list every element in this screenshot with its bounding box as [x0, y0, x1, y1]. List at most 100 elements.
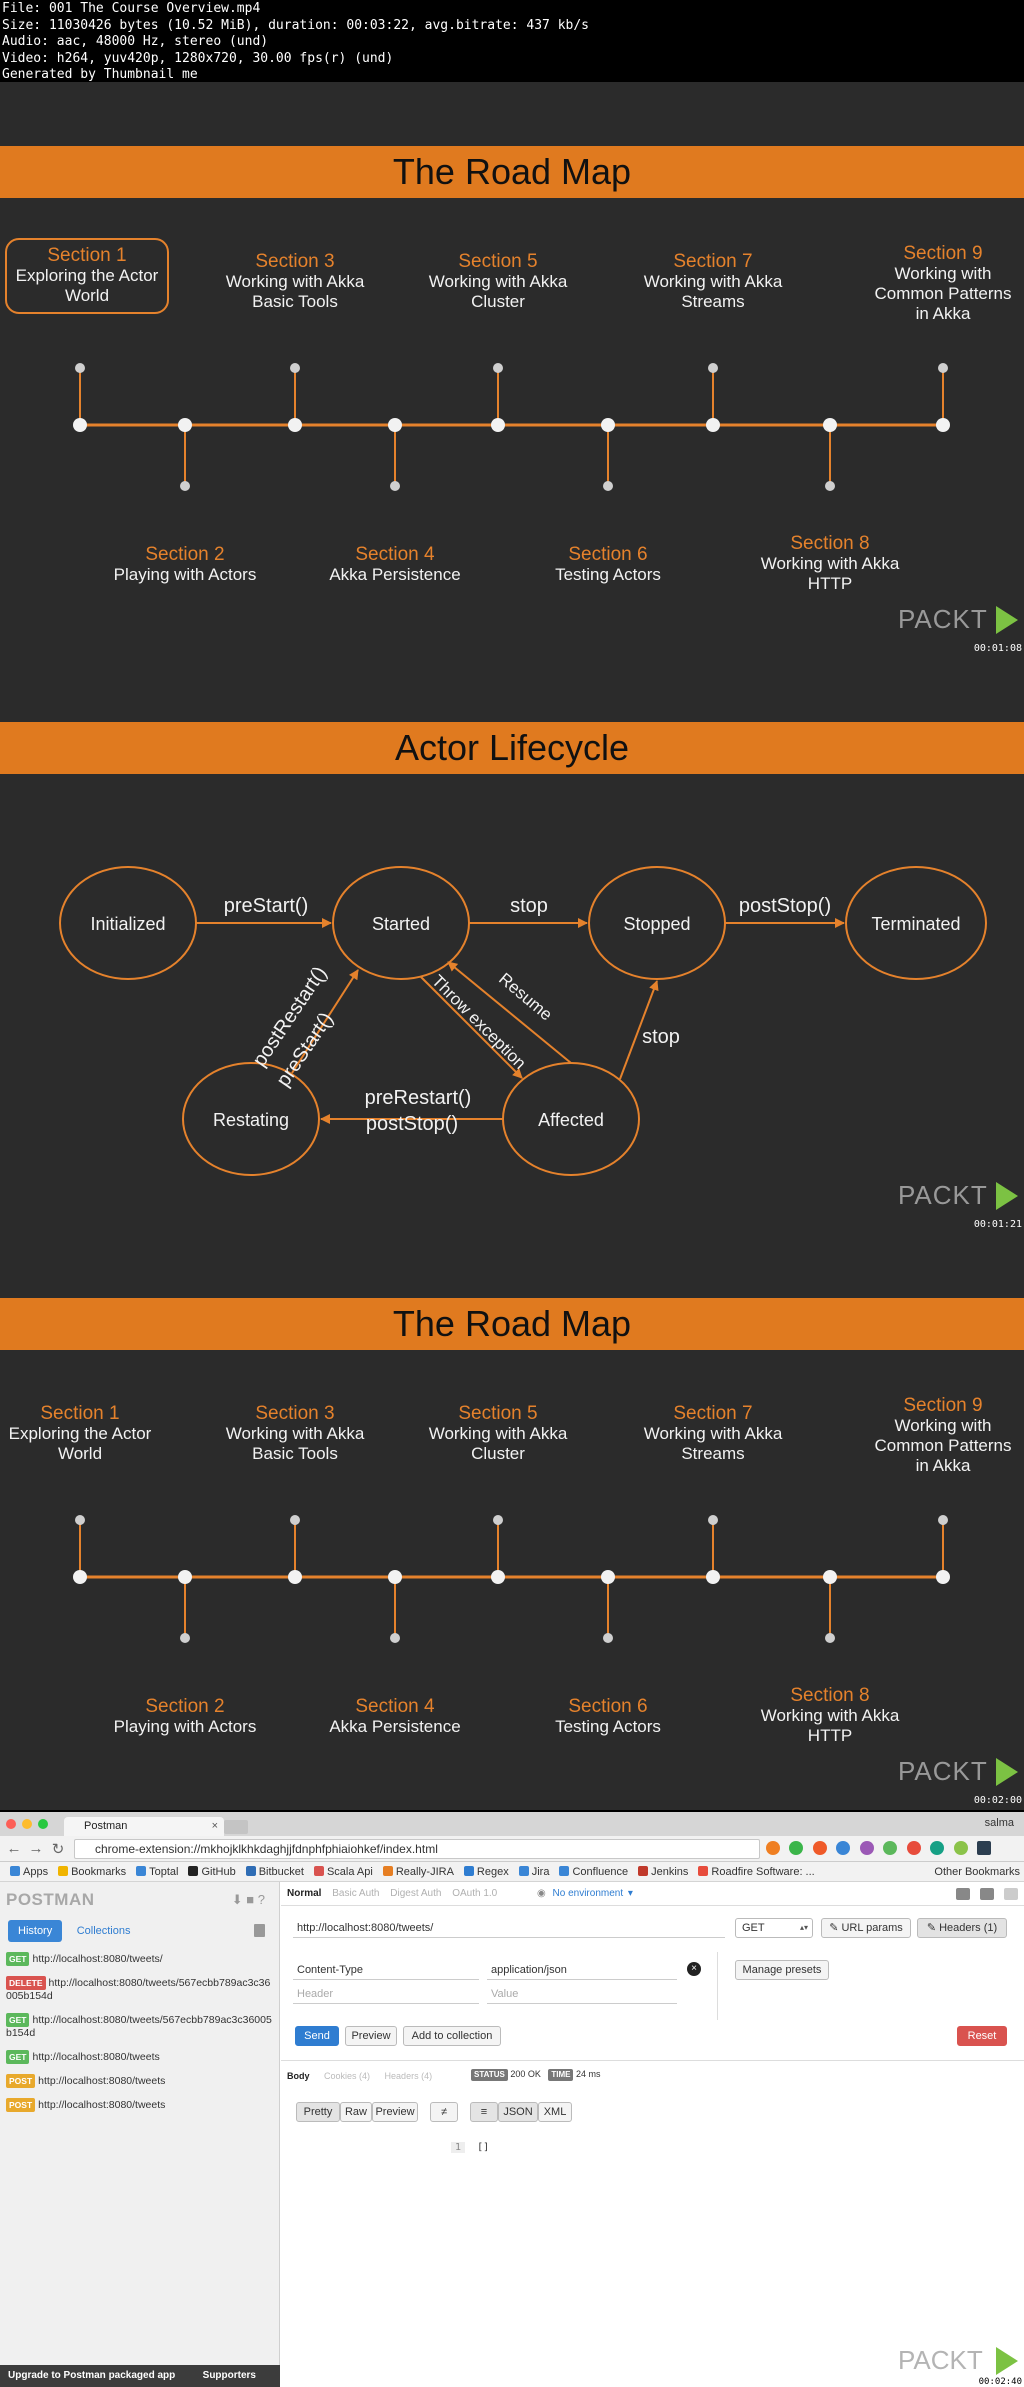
extension-icon[interactable]	[812, 1841, 827, 1855]
supporters-link[interactable]: Supporters	[202, 2370, 256, 2381]
url-field[interactable]: chrome-extension://mkhojklkhkdaghjjfdnph…	[74, 1839, 760, 1859]
timeline-node	[491, 418, 505, 432]
timeline-end-dot	[390, 481, 400, 491]
add-to-collection-button[interactable]: Add to collection	[403, 2026, 501, 2046]
meta-file: File: 001 The Course Overview.mp4	[2, 1, 261, 16]
extension-icon[interactable]	[906, 1841, 921, 1855]
extension-icon[interactable]	[883, 1841, 898, 1855]
extension-icon[interactable]	[930, 1841, 945, 1855]
close-window-icon[interactable]	[6, 1819, 16, 1829]
send-button[interactable]: Send	[295, 2026, 339, 2046]
extension-icon[interactable]	[859, 1841, 874, 1855]
extension-icon[interactable]	[766, 1841, 780, 1855]
close-tab-icon[interactable]: ×	[211, 1820, 218, 1832]
url-params-button[interactable]: ✎ URL params	[821, 1918, 911, 1938]
time-badge: TIME	[548, 2069, 574, 2081]
response-preview-button[interactable]: Preview	[372, 2102, 418, 2122]
request-url-input[interactable]: http://localhost:8080/tweets/	[293, 1918, 725, 1938]
extension-icon[interactable]	[836, 1841, 851, 1855]
tab-collections[interactable]: Collections	[76, 1925, 131, 1937]
forward-icon[interactable]: →	[28, 1840, 44, 1857]
raw-button[interactable]: Raw	[340, 2102, 372, 2122]
bookmark-item[interactable]: Regex	[463, 1866, 509, 1878]
divider	[717, 1952, 718, 2020]
upgrade-label[interactable]: Upgrade to Postman packaged app	[8, 2370, 176, 2381]
format-icon[interactable]: ≡	[470, 2102, 498, 2122]
tab-oauth[interactable]: OAuth 1.0	[452, 1888, 498, 1899]
section-title: Akka Persistence	[329, 1717, 461, 1736]
label-poststop: postStop()	[739, 895, 831, 917]
bookmark-item[interactable]: Toptal	[136, 1866, 178, 1878]
bookmark-item[interactable]: Jira	[518, 1866, 549, 1878]
bookmark-item[interactable]: Confluence	[559, 1866, 628, 1878]
expand-icon[interactable]	[1004, 1888, 1018, 1900]
bookmarks-bar: Apps Bookmarks Toptal GitHub Bitbucket Scala …	[0, 1862, 1024, 1882]
method-select[interactable]: GET	[735, 1918, 813, 1938]
new-header-input[interactable]: Header	[293, 1984, 479, 2004]
bookmark-item[interactable]: Bookmarks	[58, 1866, 126, 1878]
bookmark-item[interactable]: GitHub	[188, 1866, 236, 1878]
tab-body[interactable]: Body	[287, 2071, 310, 2081]
download-icon[interactable]: ⬇	[231, 1892, 243, 1907]
back-icon[interactable]: ←	[6, 1840, 22, 1857]
header-key-input[interactable]: Content-Type	[293, 1960, 479, 1980]
timeline-end-dot	[290, 1515, 300, 1525]
timeline-node	[388, 1570, 402, 1584]
tab-cookies[interactable]: Cookies (4)	[324, 2071, 371, 2081]
reset-button[interactable]: Reset	[957, 2026, 1007, 2046]
bookmark-item[interactable]: Bitbucket	[245, 1866, 304, 1878]
twitter-icon[interactable]: ■	[246, 1892, 255, 1907]
timeline-end-dot	[708, 363, 718, 373]
bookmark-item[interactable]: Roadfire Software: ...	[698, 1866, 815, 1878]
pretty-button[interactable]: Pretty	[296, 2102, 340, 2122]
remove-header-icon[interactable]: ×	[687, 1962, 701, 1976]
header-value-input[interactable]: application/json	[487, 1960, 677, 1980]
xml-button[interactable]: XML	[538, 2102, 572, 2122]
settings-icon[interactable]	[980, 1888, 995, 1900]
wrap-icon[interactable]: ≠	[430, 2102, 458, 2122]
json-button[interactable]: JSON	[498, 2102, 538, 2122]
profile-name[interactable]: salma	[984, 1817, 1014, 1829]
bookmark-item[interactable]: Jenkins	[638, 1866, 688, 1878]
keyboard-icon[interactable]	[956, 1888, 971, 1900]
extension-icon[interactable]	[789, 1841, 804, 1855]
help-icon[interactable]: ?	[257, 1892, 265, 1907]
manage-presets-button[interactable]: Manage presets	[735, 1960, 829, 1980]
tab-headers[interactable]: Headers (4)	[384, 2071, 433, 2081]
upgrade-banner[interactable]: Upgrade to Postman packaged app Supporte…	[0, 2365, 280, 2387]
new-tab-button[interactable]	[224, 1820, 248, 1834]
tab-digest-auth[interactable]: Digest Auth	[390, 1888, 442, 1899]
bookmark-item[interactable]: Scala Api	[313, 1866, 373, 1878]
bookmark-label: GitHub	[201, 1866, 236, 1878]
bookmark-label: Toptal	[149, 1866, 179, 1878]
bookmark-item[interactable]: Really-JIRA	[382, 1866, 454, 1878]
video-timestamp: 00:02:00	[973, 1795, 1022, 1806]
section-number: Section 7	[673, 1403, 753, 1424]
extension-icon[interactable]	[953, 1841, 968, 1855]
tab-history[interactable]: History	[8, 1920, 63, 1942]
trash-icon[interactable]	[254, 1924, 265, 1937]
tab-normal[interactable]: Normal	[287, 1888, 322, 1899]
environment-select[interactable]: ◉ No environment ▾	[537, 1882, 633, 1906]
new-value-input[interactable]: Value	[487, 1984, 677, 2004]
timeline-node	[823, 418, 837, 432]
tab-basic-auth[interactable]: Basic Auth	[332, 1888, 380, 1899]
bookmark-item[interactable]: Apps	[10, 1866, 48, 1878]
menu-icon[interactable]	[977, 1841, 992, 1855]
other-bookmarks[interactable]: Other Bookmarks	[934, 1866, 1020, 1878]
headers-button[interactable]: ✎ Headers (1)	[917, 1918, 1007, 1938]
maximize-window-icon[interactable]	[38, 1819, 48, 1829]
reload-icon[interactable]: ↻	[51, 1841, 65, 1858]
minimize-window-icon[interactable]	[22, 1819, 32, 1829]
browser-tab-postman[interactable]: Postman ×	[64, 1817, 224, 1836]
preview-button[interactable]: Preview	[345, 2026, 397, 2046]
panel-icons	[949, 1886, 1018, 1902]
